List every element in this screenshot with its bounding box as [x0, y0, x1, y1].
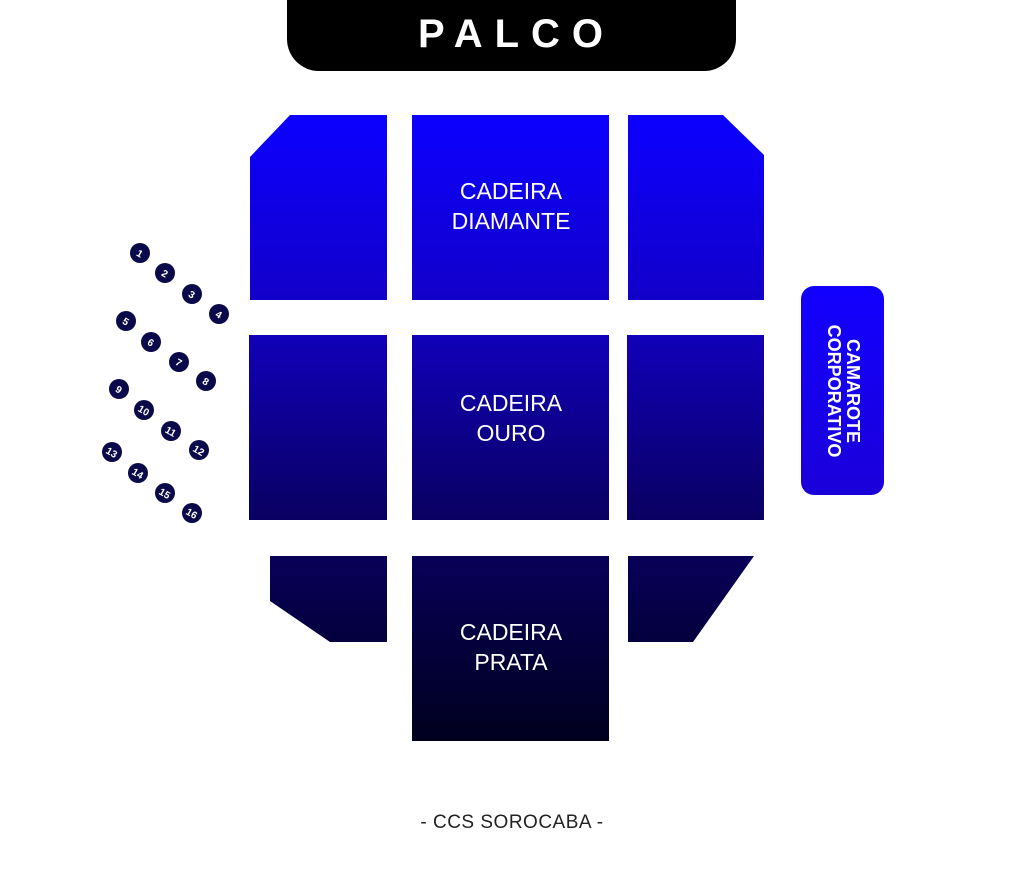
- box-seat-circle: [196, 371, 216, 391]
- box-seat-number: 12: [191, 444, 207, 459]
- box-seat-7[interactable]: 7: [169, 352, 189, 372]
- box-seat-number: 8: [200, 376, 211, 389]
- ouro-label-1: CADEIRA: [460, 390, 563, 416]
- box-seat-number: 2: [159, 268, 170, 281]
- box-seat-circle: [182, 503, 202, 523]
- box-seat-number: 15: [157, 487, 173, 502]
- prata-left-section[interactable]: [270, 556, 387, 642]
- box-seat-circle: [155, 263, 175, 283]
- box-seat-15[interactable]: 15: [155, 483, 175, 503]
- box-seat-circle: [128, 463, 148, 483]
- box-seat-number: 4: [213, 309, 224, 322]
- box-seat-number: 7: [173, 357, 184, 370]
- box-seat-number: 9: [113, 384, 124, 397]
- box-seat-circle: [102, 442, 122, 462]
- box-seat-5[interactable]: 5: [116, 311, 136, 331]
- box-seat-1[interactable]: 1: [130, 243, 150, 263]
- prata-label-1: CADEIRA: [460, 619, 563, 645]
- box-seat-4[interactable]: 4: [209, 304, 229, 324]
- box-seat-circle: [134, 400, 154, 420]
- ouro-label-2: OURO: [477, 420, 546, 446]
- box-seat-16[interactable]: 16: [182, 503, 202, 523]
- box-seat-circle: [109, 379, 129, 399]
- venue-footer: - CCS SOROCABA -: [420, 812, 604, 833]
- box-seat-number: 16: [184, 507, 200, 522]
- ouro-right-section[interactable]: [627, 335, 764, 520]
- box-seat-circle: [189, 440, 209, 460]
- box-seat-11[interactable]: 11: [161, 421, 181, 441]
- box-seat-circle: [182, 284, 202, 304]
- box-seat-circle: [209, 304, 229, 324]
- box-seat-number: 1: [134, 248, 145, 261]
- box-seat-14[interactable]: 14: [128, 463, 148, 483]
- diamante-label-1: CADEIRA: [460, 178, 563, 204]
- camarote-label-2: CORPORATIVO: [823, 324, 844, 457]
- box-seat-circle: [155, 483, 175, 503]
- prata-center-section[interactable]: [412, 556, 609, 741]
- ouro-left-section[interactable]: [249, 335, 387, 520]
- ouro-center-section[interactable]: [412, 335, 609, 520]
- prata-label-2: PRATA: [474, 649, 548, 675]
- box-seat-10[interactable]: 10: [134, 400, 154, 420]
- box-seat-number: 5: [120, 316, 131, 329]
- box-seat-circle: [161, 421, 181, 441]
- box-seat-circle: [141, 332, 161, 352]
- diamante-right-section[interactable]: [628, 115, 764, 300]
- camarote-label-1: CAMAROTE: [842, 338, 863, 443]
- box-seat-number: 14: [130, 467, 146, 482]
- box-seat-circle: [130, 243, 150, 263]
- box-seat-2[interactable]: 2: [155, 263, 175, 283]
- prata-right-section[interactable]: [628, 556, 754, 642]
- box-seat-circle: [116, 311, 136, 331]
- box-seat-9[interactable]: 9: [109, 379, 129, 399]
- stage-palco: PALCO: [287, 0, 736, 71]
- box-seat-8[interactable]: 8: [196, 371, 216, 391]
- box-seat-number: 13: [104, 446, 120, 461]
- box-seat-3[interactable]: 3: [182, 284, 202, 304]
- box-seat-12[interactable]: 12: [189, 440, 209, 460]
- diamante-center-section[interactable]: [412, 115, 609, 300]
- diamante-left-section[interactable]: [250, 115, 387, 300]
- box-seat-13[interactable]: 13: [102, 442, 122, 462]
- box-seat-6[interactable]: 6: [141, 332, 161, 352]
- diamante-label-2: DIAMANTE: [452, 208, 571, 234]
- box-seat-circle: [169, 352, 189, 372]
- box-seat-number: 6: [145, 337, 156, 350]
- box-seat-number: 10: [136, 404, 152, 419]
- box-seat-number: 3: [186, 289, 197, 302]
